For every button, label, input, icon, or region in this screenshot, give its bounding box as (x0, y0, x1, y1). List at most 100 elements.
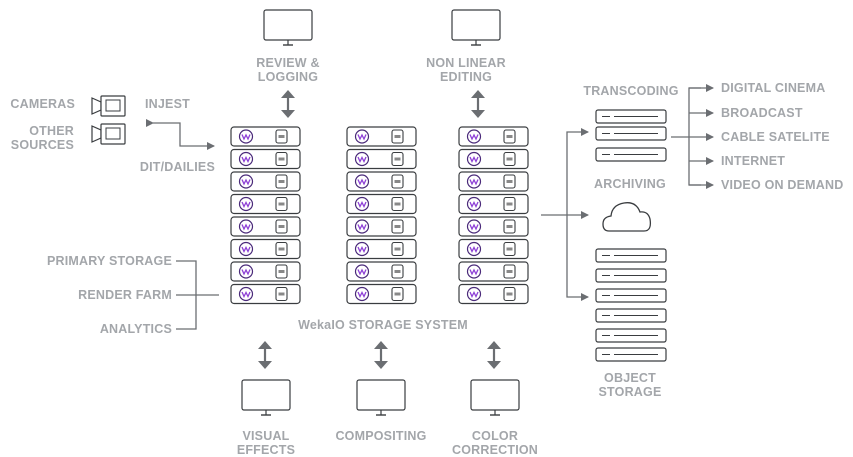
double-arrow-icon-review (281, 90, 295, 118)
server-unit (346, 126, 417, 147)
drive-icon-transcoding-3 (595, 147, 667, 162)
server-unit (346, 216, 417, 237)
weka-logo-icon (238, 286, 254, 302)
server-unit (458, 126, 529, 147)
label-review-logging: REVIEW &LOGGING (256, 56, 320, 84)
server-unit (458, 261, 529, 282)
weka-logo-icon (466, 129, 482, 144)
double-arrow-icon-editing (471, 90, 485, 118)
server-unit (458, 148, 529, 170)
server-rack-icon-2 (346, 126, 417, 305)
server-unit (458, 283, 529, 305)
drive-icon-object-storage-1 (595, 248, 667, 263)
server-unit (346, 238, 417, 260)
label-compositing: COMPOSITING (335, 429, 427, 443)
label-render-farm: RENDER FARM (78, 288, 172, 302)
label-output-digital-cinema: DIGITAL CINEMA (721, 81, 826, 95)
server-unit (230, 193, 301, 215)
server-unit (346, 261, 417, 282)
server-unit (230, 126, 301, 147)
double-arrow-icon-visual-effects (258, 341, 272, 369)
object-storage-branch (566, 215, 589, 301)
weka-logo-icon (466, 286, 482, 302)
weka-logo-icon (238, 219, 254, 234)
camera-icon-other-sources (91, 123, 126, 145)
drive-icon-transcoding-1 (595, 109, 667, 124)
weka-logo-icon (354, 219, 370, 234)
server-unit (346, 283, 417, 305)
drive-icon-object-storage-2 (595, 268, 667, 283)
monitor-icon-compositing (356, 379, 406, 416)
weka-logo-icon (354, 174, 370, 189)
label-output-internet: INTERNET (721, 154, 786, 168)
label-transcoding: TRANSCODING (583, 84, 679, 98)
weka-logo-icon (354, 129, 370, 144)
server-unit (230, 171, 301, 192)
weka-logo-icon (238, 174, 254, 189)
drive-icon-object-storage-6 (595, 347, 667, 362)
drive-icon-object-storage-4 (595, 308, 667, 323)
server-unit (230, 261, 301, 282)
label-output-video-on-demand: VIDEO ON DEMAND (721, 178, 844, 192)
weka-logo-icon (238, 196, 254, 212)
weka-logo-icon (238, 264, 254, 279)
server-unit (458, 238, 529, 260)
server-unit (346, 171, 417, 192)
weka-logo-icon (354, 196, 370, 212)
weka-logo-icon (354, 151, 370, 167)
label-storage-system: WekaIO STORAGE SYSTEM (298, 318, 468, 332)
server-unit (458, 193, 529, 215)
weka-logo-icon (466, 196, 482, 212)
label-output-broadcast: BROADCAST (721, 106, 803, 120)
label-analytics: ANALYTICS (99, 322, 172, 336)
label-injest: INJEST (145, 97, 190, 111)
camera-icon-cameras (91, 95, 126, 117)
server-unit (458, 216, 529, 237)
server-rack-icon-1 (230, 126, 301, 305)
label-primary-storage: PRIMARY STORAGE (46, 254, 172, 268)
label-output-cable-satelite: CABLE SATELITE (721, 130, 830, 144)
server-unit (346, 148, 417, 170)
injest-connector (146, 119, 215, 150)
weka-logo-icon (466, 241, 482, 257)
weka-logo-icon (466, 219, 482, 234)
server-unit (346, 193, 417, 215)
drive-icon-object-storage-5 (595, 328, 667, 343)
weka-logo-icon (466, 151, 482, 167)
server-rack-icon-3 (458, 126, 529, 305)
double-arrow-icon-color-correction (487, 341, 501, 369)
connectors (146, 84, 714, 330)
weka-logo-icon (238, 241, 254, 257)
server-unit (230, 238, 301, 260)
double-arrow-icon-compositing (374, 341, 388, 369)
weka-logo-icon (466, 174, 482, 189)
monitor-icon-color-correction (470, 379, 520, 416)
weka-logo-icon (354, 286, 370, 302)
drive-icon-object-storage-3 (595, 288, 667, 303)
weka-logo-icon (354, 264, 370, 279)
server-unit (458, 171, 529, 192)
server-unit (230, 216, 301, 237)
label-archiving: ARCHIVING (594, 177, 666, 191)
cloud-icon (602, 202, 652, 232)
label-cameras: CAMERAS (10, 97, 75, 111)
weka-logo-icon (466, 264, 482, 279)
diagram-shapes (91, 9, 667, 416)
weka-logo-icon (238, 151, 254, 167)
weka-logo-icon (238, 129, 254, 144)
server-unit (230, 283, 301, 305)
transcoding-branch (566, 128, 589, 215)
drive-icon-transcoding-2 (595, 126, 667, 141)
monitor-icon-review (263, 9, 313, 46)
weka-logo-icon (354, 241, 370, 257)
label-dit-dailies: DIT/DAILIES (139, 160, 215, 174)
monitor-icon-visual-effects (241, 379, 291, 416)
server-unit (230, 148, 301, 170)
monitor-icon-editing (451, 9, 501, 46)
